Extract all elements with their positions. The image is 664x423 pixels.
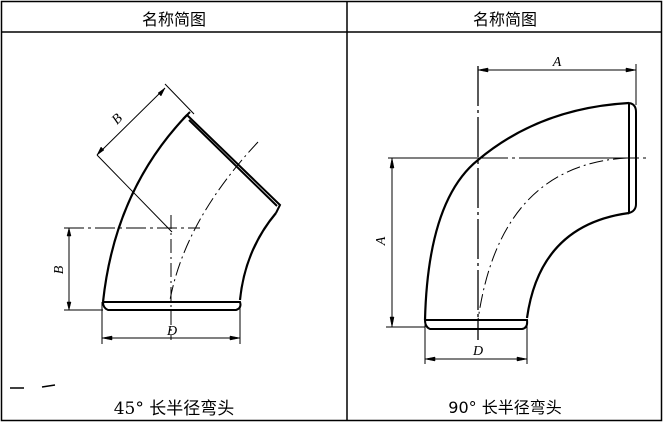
elbow-45-top-flange bbox=[182, 111, 282, 214]
elbow-45-centerline-diagonal bbox=[96, 154, 173, 233]
elbow-90-outer-curve bbox=[423, 101, 630, 321]
dim-label-a-left: A bbox=[374, 236, 389, 246]
b-top-ext bbox=[164, 83, 195, 115]
dim-label-d-left: D bbox=[166, 324, 177, 339]
elbow-45-centerline-arc bbox=[169, 141, 259, 301]
elbow-45-drawing bbox=[10, 83, 282, 389]
scan-artifact bbox=[10, 384, 56, 389]
header-left: 名称简图 bbox=[141, 10, 207, 29]
elbow-90-inner-curve bbox=[525, 211, 630, 319]
elbow-45-bottom-flange bbox=[102, 301, 242, 311]
elbow-45-inner-curve bbox=[238, 212, 277, 301]
elbow-90-right-flange bbox=[628, 102, 637, 215]
dim-label-b-left: B bbox=[52, 265, 67, 274]
caption-90-elbow: 90° 长半径弯头 bbox=[448, 398, 562, 417]
b-top-dim-line bbox=[96, 87, 166, 156]
dim-label-d-right: D bbox=[472, 344, 483, 359]
header-right: 名称简图 bbox=[472, 10, 538, 29]
caption-45-elbow: 45° 长半径弯头 bbox=[113, 399, 235, 419]
elbow-90-centerline-arc bbox=[477, 157, 628, 321]
elbow-90-drawing bbox=[386, 64, 648, 364]
dim-label-a-top: A bbox=[552, 55, 562, 70]
dim-label-b-top: B bbox=[109, 111, 126, 128]
elbow-90-bottom-flange bbox=[424, 319, 529, 330]
elbow-45-outer-curve bbox=[101, 114, 188, 303]
